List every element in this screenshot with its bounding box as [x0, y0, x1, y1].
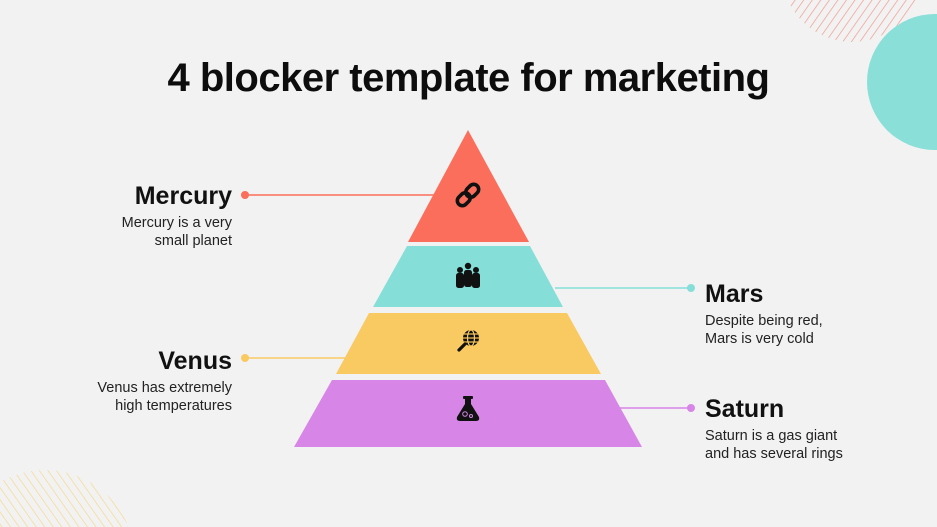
connector-mercury	[241, 191, 434, 199]
connector-mars	[555, 284, 695, 292]
connector-saturn	[620, 404, 695, 412]
level-description-venus: Venus has extremely high temperatures	[97, 380, 232, 414]
level-name-mars: Mars	[705, 280, 764, 308]
connector-venus	[241, 354, 345, 362]
decor-teal-circle	[867, 14, 937, 150]
link-icon	[455, 182, 481, 208]
label-mercury: Mercury Mercury is a very small planet	[122, 182, 232, 250]
level-name-mercury: Mercury	[134, 182, 232, 210]
label-saturn: Saturn Saturn is a gas giant and has sev…	[705, 395, 843, 463]
level-description-saturn: Saturn is a gas giant and has several ri…	[705, 428, 843, 462]
level-name-saturn: Saturn	[705, 395, 785, 423]
decor-striped-circle-bottom	[0, 470, 129, 527]
decor-striped-circle-top	[787, 0, 917, 42]
level-description-mars: Despite being red, Mars is very cold	[705, 313, 823, 347]
label-venus: Venus Venus has extremely high temperatu…	[97, 347, 232, 415]
level-description-mercury: Mercury is a very small planet	[121, 215, 232, 249]
team-icon	[456, 262, 480, 288]
page-title: 4 blocker template for marketing	[167, 56, 770, 100]
level-name-venus: Venus	[158, 347, 232, 375]
flask-icon	[456, 396, 480, 421]
global-search-icon	[457, 329, 479, 352]
label-mars: Mars Despite being red, Mars is very col…	[705, 280, 823, 348]
